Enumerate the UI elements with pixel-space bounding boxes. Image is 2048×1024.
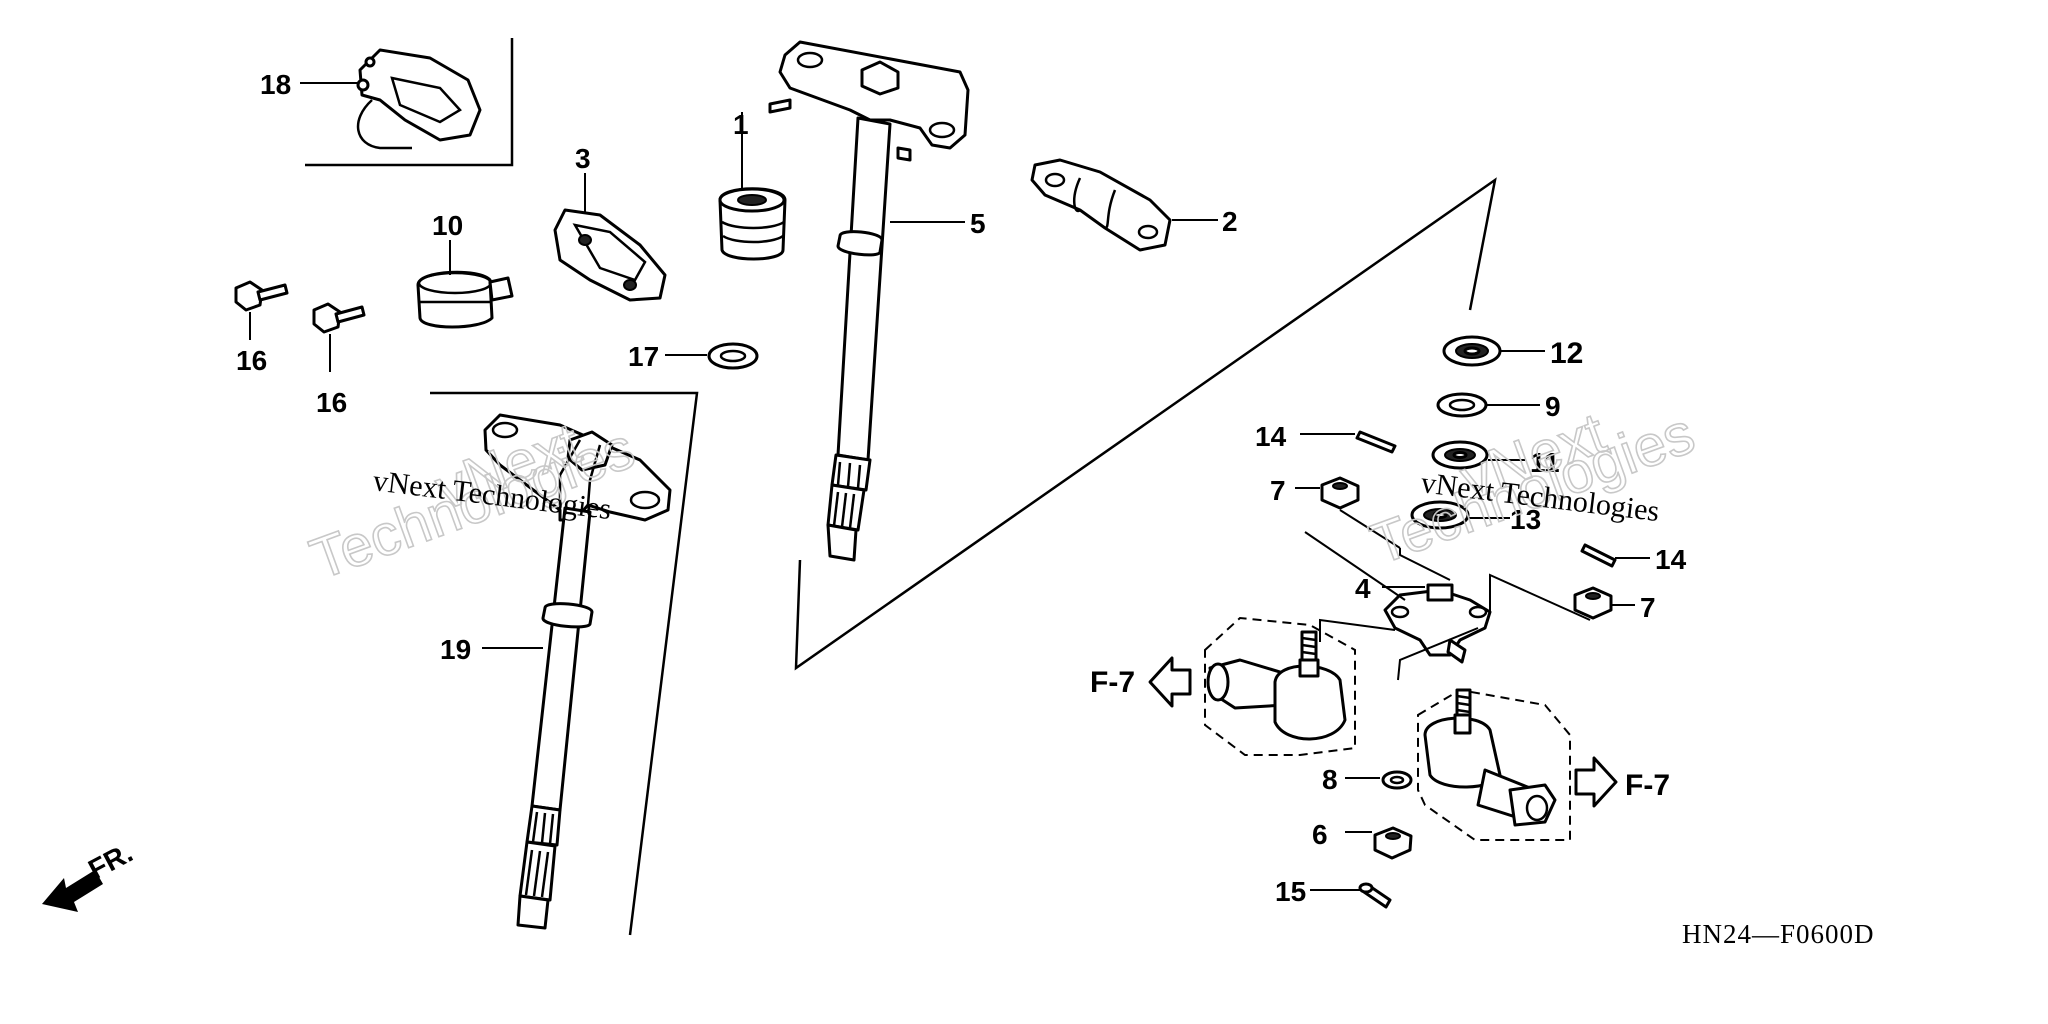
watermark-left: vNext Technologies vNext Technologies: [301, 410, 643, 593]
part-15-cotter-pin: [1358, 882, 1392, 909]
callout-18: 18: [260, 69, 291, 100]
callout-2: 2: [1222, 206, 1238, 237]
part-7-nut-a: [1320, 476, 1360, 510]
part-4-steering-arm: [1383, 583, 1492, 664]
part-14-pin-a: [1355, 430, 1397, 454]
callout-17: 17: [628, 341, 659, 372]
front-direction-arrow-icon: [42, 870, 103, 912]
part-14-pin-b: [1580, 543, 1617, 568]
part-3-bracket: [553, 208, 667, 302]
part-16-bolt-a: [234, 280, 289, 312]
frame-line-19: [430, 391, 699, 936]
part-5-steering-shaft: [768, 40, 970, 562]
ref-f7-right: F-7: [1625, 769, 1670, 802]
callout-7-b: 7: [1640, 592, 1656, 623]
tie-rod-end-left: [1206, 630, 1347, 741]
callout-10: 10: [432, 210, 463, 241]
watermark-right: vNext Technologies vNext Technologies: [1361, 400, 1703, 578]
callout-12: 12: [1550, 337, 1583, 370]
callout-5: 5: [970, 208, 986, 239]
callout-15: 15: [1275, 876, 1306, 907]
diagram-code: HN24—F0600D: [1682, 919, 1875, 949]
ref-f7-left: F-7: [1090, 666, 1135, 699]
callout-7-a: 7: [1270, 475, 1286, 506]
part-13-seal: [1410, 500, 1470, 530]
callout-19: 19: [440, 634, 471, 665]
callout-6: 6: [1312, 819, 1328, 850]
part-18-inset: [305, 38, 514, 167]
callout-1: 1: [733, 109, 749, 140]
callout-13: 13: [1510, 504, 1541, 535]
part-7-nut-b: [1573, 586, 1613, 620]
callout-3: 3: [575, 143, 591, 174]
part-6-nut: [1373, 826, 1413, 860]
callout-11: 11: [1530, 447, 1560, 478]
frame-line-main: [794, 177, 1497, 671]
part-10-clamp: [416, 270, 514, 329]
part-9-washer: [1436, 392, 1488, 418]
callout-8: 8: [1322, 764, 1338, 795]
callout-9: 9: [1545, 391, 1561, 422]
part-2-holder: [1030, 158, 1172, 252]
callout-16-b: 16: [316, 387, 347, 418]
part-17-washer: [707, 342, 759, 370]
callout-4: 4: [1355, 573, 1371, 604]
callout-16-a: 16: [236, 345, 267, 376]
part-19-steering-shaft: [483, 413, 672, 930]
part-8-washer: [1381, 770, 1413, 790]
part-16-bolt-b: [312, 302, 366, 334]
ref-arrow-right: [1574, 756, 1618, 808]
tie-rod-end-right: [1423, 688, 1557, 827]
callout-14-a: 14: [1255, 421, 1287, 452]
part-1-bushing: [718, 187, 787, 261]
tie-rod-right-boundary: [1417, 688, 1571, 841]
part-12-bearing: [1442, 335, 1502, 367]
part-11-seal: [1431, 440, 1489, 470]
ref-arrow-left: [1148, 656, 1192, 708]
tie-rod-left-boundary: [1204, 616, 1356, 756]
callout-14-b: 14: [1655, 544, 1687, 575]
